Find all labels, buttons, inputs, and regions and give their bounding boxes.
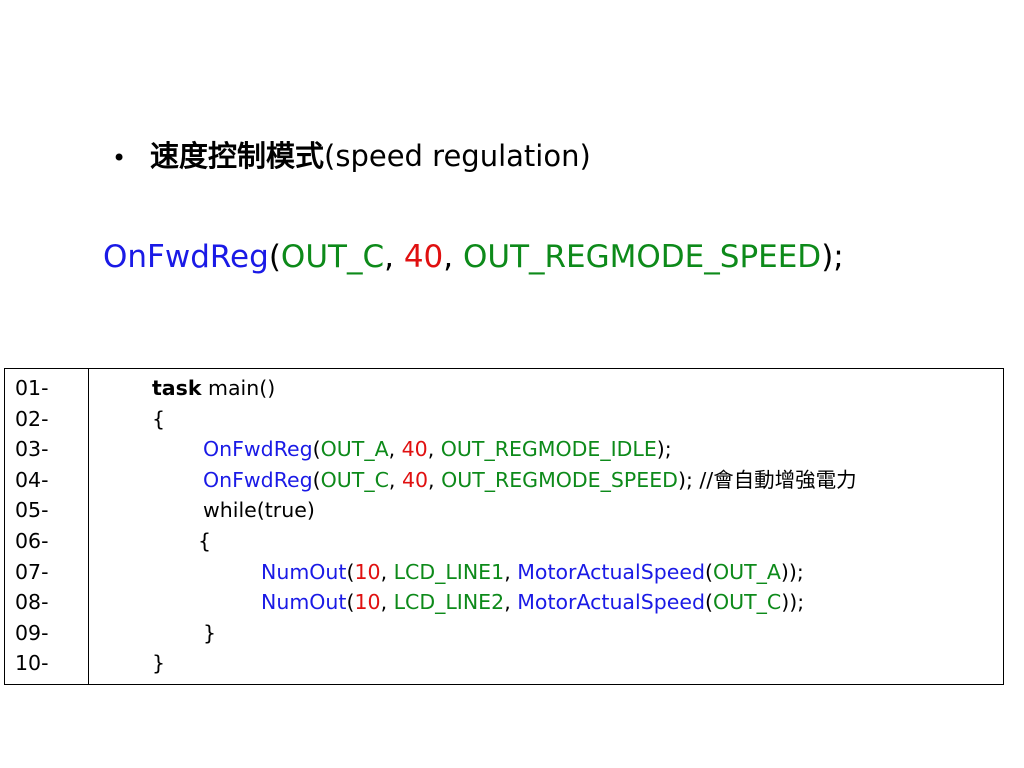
code-line-10: } xyxy=(152,651,166,676)
code-func: MotorActualSpeed xyxy=(517,590,705,615)
code-line-5: while(true) xyxy=(203,498,315,523)
code-line-4: OnFwdReg(OUT_C, 40, OUT_REGMODE_SPEED); … xyxy=(203,465,857,496)
headline-func: OnFwdReg xyxy=(103,239,269,275)
code-punct: )); xyxy=(781,590,805,615)
headline-code: OnFwdReg(OUT_C, 40, OUT_REGMODE_SPEED); xyxy=(103,234,844,280)
bullet-title-en: (speed regulation) xyxy=(324,139,591,173)
code-const: OUT_C xyxy=(320,467,389,492)
code-punct: , xyxy=(380,590,394,615)
code-punct: , xyxy=(380,559,394,584)
code-func: MotorActualSpeed xyxy=(517,559,705,584)
code-number: 10 xyxy=(354,590,381,615)
code-column: task main() { OnFwdReg(OUT_A, 40, OUT_RE… xyxy=(90,369,1003,684)
code-const: LCD_LINE2 xyxy=(393,590,505,615)
bullet-marker: • xyxy=(112,144,127,172)
code-punct: , xyxy=(504,590,518,615)
line-number-column: 01- 02- 03- 04- 05- 06- 07- 08- 09- 10- xyxy=(5,369,89,684)
code-comment: ); //會自動增強電力 xyxy=(677,467,857,492)
code-func: NumOut xyxy=(261,590,347,615)
code-func: OnFwdReg xyxy=(203,437,313,462)
line-number: 03- xyxy=(15,437,49,462)
headline-sep2: , xyxy=(443,239,463,275)
code-const: OUT_A xyxy=(320,437,389,462)
code-punct: , xyxy=(388,467,402,492)
code-text: main() xyxy=(201,376,276,400)
line-number: 02- xyxy=(15,406,49,431)
code-punct: , xyxy=(427,437,441,462)
headline-close: ); xyxy=(821,239,844,275)
code-punct: ( xyxy=(312,467,321,492)
code-const: OUT_C xyxy=(712,590,782,615)
keyword-task: task xyxy=(152,376,202,400)
code-punct: ( xyxy=(346,559,355,584)
code-punct: ( xyxy=(346,590,355,615)
code-punct: , xyxy=(504,559,518,584)
line-number: 06- xyxy=(15,529,49,553)
code-table: 01- 02- 03- 04- 05- 06- 07- 08- 09- 10- … xyxy=(4,368,1004,685)
bullet-heading: • 速度控制模式(speed regulation) xyxy=(112,134,591,180)
code-func: NumOut xyxy=(261,559,347,584)
code-punct: ( xyxy=(704,559,713,584)
code-punct: )); xyxy=(780,559,804,584)
code-punct: ( xyxy=(312,437,321,462)
headline-open: ( xyxy=(268,239,281,275)
code-line-7: NumOut(10, LCD_LINE1, MotorActualSpeed(O… xyxy=(261,557,804,588)
code-punct: , xyxy=(428,467,442,492)
code-line-6: { xyxy=(198,529,212,553)
code-punct: ); xyxy=(656,437,672,462)
code-line-9: } xyxy=(203,620,217,645)
code-line-8: NumOut(10, LCD_LINE2, MotorActualSpeed(O… xyxy=(261,587,804,618)
code-punct: , xyxy=(388,437,402,462)
code-number: 40 xyxy=(401,437,428,462)
bullet-title-cjk: 速度控制模式 xyxy=(150,139,325,173)
headline-sep1: , xyxy=(384,239,404,275)
code-func: OnFwdReg xyxy=(203,467,313,492)
code-punct: ( xyxy=(704,590,713,615)
line-number: 07- xyxy=(15,559,49,584)
code-number: 10 xyxy=(354,559,381,584)
code-line-1: task main() xyxy=(152,373,275,404)
line-number: 05- xyxy=(15,498,49,523)
code-number: 40 xyxy=(401,467,429,492)
code-const: OUT_A xyxy=(712,559,781,584)
line-number: 04- xyxy=(15,467,49,492)
headline-arg1: OUT_C xyxy=(280,239,385,275)
headline-arg3: OUT_REGMODE_SPEED xyxy=(462,239,822,275)
code-line-2: { xyxy=(152,406,166,431)
code-const: OUT_REGMODE_IDLE xyxy=(440,437,657,462)
headline-arg2: 40 xyxy=(403,239,444,275)
line-number: 08- xyxy=(15,590,49,615)
line-number: 09- xyxy=(15,620,49,645)
code-const: LCD_LINE1 xyxy=(393,559,505,584)
code-const: OUT_REGMODE_SPEED xyxy=(441,467,678,492)
line-number: 01- xyxy=(15,376,49,400)
code-line-3: OnFwdReg(OUT_A, 40, OUT_REGMODE_IDLE); xyxy=(203,434,672,465)
line-number: 10- xyxy=(15,651,49,676)
